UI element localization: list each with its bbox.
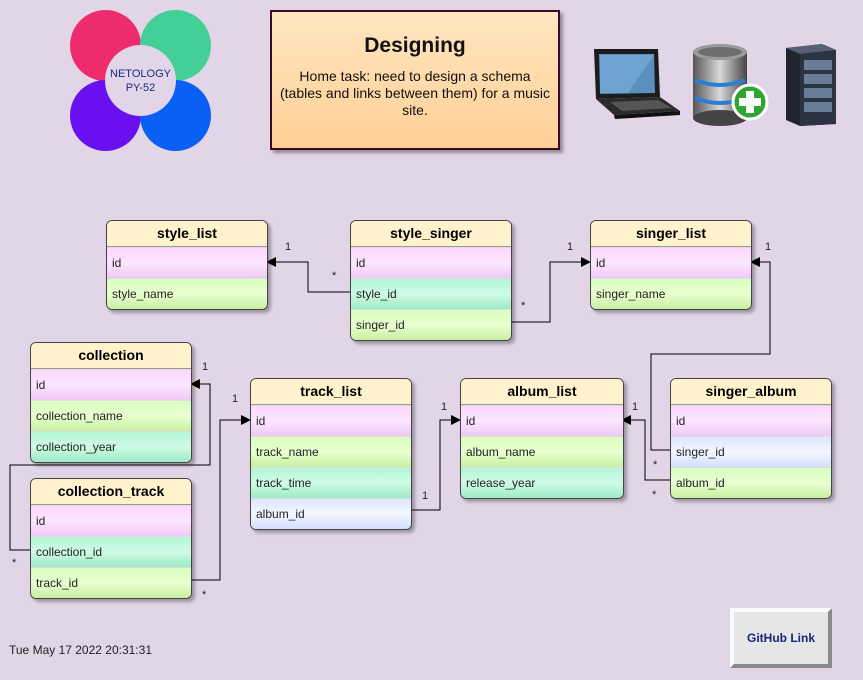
link-collection-track-to-track-list [190, 415, 251, 581]
table-title: singer_album [671, 379, 831, 405]
table-title: track_list [251, 379, 411, 405]
timestamp: Tue May 17 2022 20:31:31 [9, 643, 152, 657]
server-rack-icon [786, 44, 836, 126]
table-singer-list: singer_list id singer_name [590, 220, 752, 310]
field-album-id: album_id [671, 467, 831, 498]
field-singer-name: singer_name [591, 278, 751, 309]
field-singer-id: singer_id [351, 309, 511, 340]
cardinality-label: 1 [632, 401, 639, 413]
table-track-list: track_list id track_name track_time albu… [250, 378, 412, 530]
table-collection-track: collection_track id collection_id track_… [30, 478, 192, 599]
cardinality-label: * [653, 459, 658, 471]
laptop-icon [594, 49, 680, 119]
link-collection-track-to-collection [9, 379, 211, 551]
page-title: Designing [364, 34, 466, 57]
field-collection-name: collection_name [31, 400, 191, 431]
cardinality-label: * [12, 557, 17, 569]
table-collection: collection id collection_name collection… [30, 342, 192, 463]
link-track-list-to-album-list [410, 415, 461, 511]
field-style-id: style_id [351, 278, 511, 309]
table-title: collection [31, 343, 191, 369]
field-id: id [461, 405, 623, 436]
field-id: id [107, 247, 267, 278]
title-box: Designing Home task: need to design a sc… [270, 10, 560, 150]
table-title: singer_list [591, 221, 751, 247]
table-singer-album: singer_album id singer_id album_id [670, 378, 832, 499]
field-release-year: release_year [461, 467, 623, 498]
field-album-name: album_name [461, 436, 623, 467]
task-description: Home task: need to design a schema (tabl… [280, 68, 551, 118]
field-id: id [31, 369, 191, 400]
table-title: collection_track [31, 479, 191, 505]
table-album-list: album_list id album_name release_year [460, 378, 624, 499]
link-style-singer-to-singer-list [510, 257, 591, 323]
cardinality-label: 1 [567, 241, 574, 253]
field-id: id [591, 247, 751, 278]
table-title: album_list [461, 379, 623, 405]
field-album-id: album_id [251, 498, 411, 529]
field-track-time: track_time [251, 467, 411, 498]
link-style-singer-to-style-list [266, 257, 350, 293]
field-style-name: style_name [107, 278, 267, 309]
cardinality-label: 1 [441, 401, 448, 413]
field-id: id [671, 405, 831, 436]
field-collection-id: collection_id [31, 536, 191, 567]
logo-line-1: NETOLOGY [110, 67, 171, 80]
github-link-button[interactable]: GitHub Link [730, 608, 832, 668]
table-style-singer: style_singer id style_id singer_id [350, 220, 512, 341]
table-title: style_singer [351, 221, 511, 247]
field-id: id [251, 405, 411, 436]
link-singer-album-to-singer-list [650, 257, 771, 451]
cardinality-label: 1 [422, 490, 429, 502]
cardinality-label: * [652, 489, 657, 501]
field-singer-id: singer_id [671, 436, 831, 467]
cardinality-label: 1 [285, 241, 292, 253]
field-id: id [31, 505, 191, 536]
field-track-name: track_name [251, 436, 411, 467]
field-collection-year: collection_year [31, 431, 191, 462]
table-style-list: style_list id style_name [106, 220, 268, 310]
database-add-icon [693, 44, 769, 126]
logo-text: NETOLOGY PY-52 [105, 45, 176, 116]
cardinality-label: * [521, 300, 526, 312]
table-title: style_list [107, 221, 267, 247]
cardinality-label: 1 [202, 361, 209, 373]
cardinality-label: * [202, 589, 207, 601]
field-track-id: track_id [31, 567, 191, 598]
field-id: id [351, 247, 511, 278]
cardinality-label: * [332, 270, 337, 282]
link-singer-album-to-album-list [621, 415, 670, 481]
cardinality-label: 1 [232, 393, 239, 405]
logo-line-2: PY-52 [125, 81, 156, 94]
cardinality-label: 1 [765, 241, 772, 253]
